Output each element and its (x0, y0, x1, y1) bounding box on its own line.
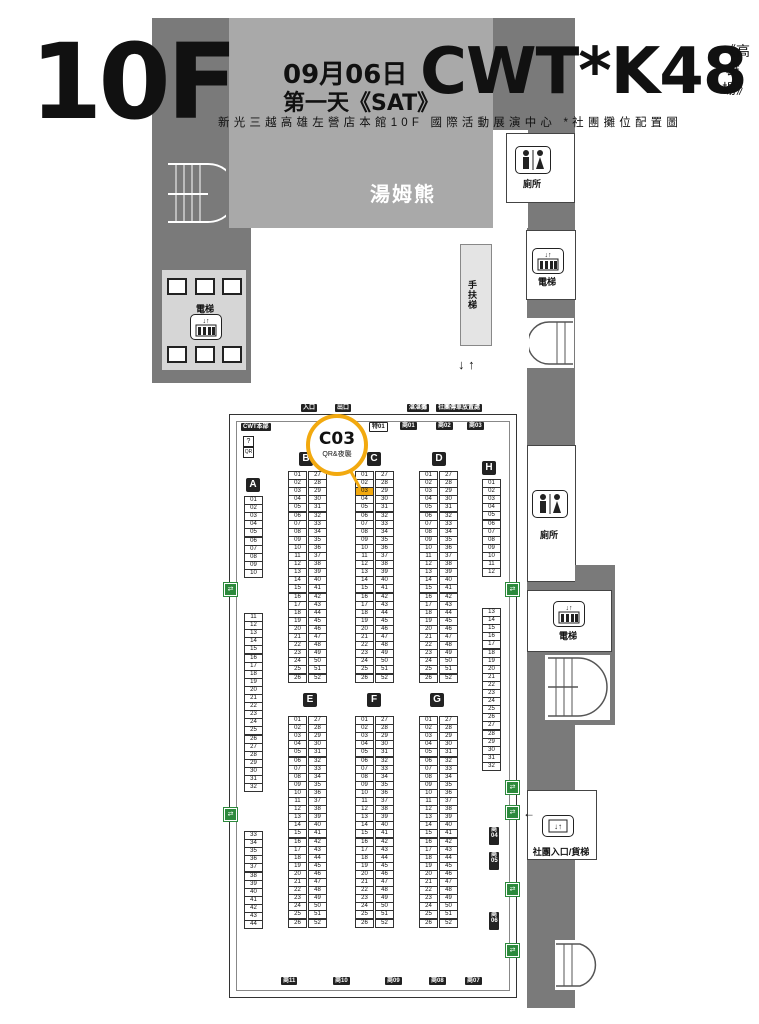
section-label-h: H (482, 461, 496, 475)
stair-east-3 (555, 940, 605, 990)
service-elevator-label: 社團入口/貨梯 (532, 847, 590, 857)
booth-A-32[interactable]: 32 (244, 783, 263, 793)
booth-E-52[interactable]: 52 (308, 918, 327, 928)
escalator (460, 244, 492, 346)
booth-G-52[interactable]: 52 (439, 918, 458, 928)
elevator-label-3: 電梯 (558, 631, 577, 641)
section-label-d: D (432, 452, 446, 466)
elevator-door (167, 278, 187, 295)
event-day: 第一天《SAT》 (283, 91, 440, 116)
shop-tag-07: 商07 (465, 977, 482, 985)
shop-tag-01: 商01 (400, 422, 417, 430)
section-label-c: C (367, 452, 381, 466)
booth-D-26[interactable]: 26 (419, 673, 438, 683)
stairs-icon-east-3 (556, 943, 597, 987)
elevator-label-2: 電梯 (537, 277, 556, 287)
scan-icon: QR (243, 447, 254, 458)
main-hall-inner (236, 421, 510, 991)
shop-area (229, 18, 493, 228)
emergency-exit-icon: ⇄ (505, 805, 520, 820)
restroom-icon (515, 146, 551, 174)
entrance-tag: 入口 (301, 404, 318, 412)
booth-A-10[interactable]: 10 (244, 568, 263, 578)
booth-E-26[interactable]: 26 (288, 918, 307, 928)
emergency-exit-icon: ⇄ (223, 582, 238, 597)
booth-C-26[interactable]: 26 (355, 673, 374, 683)
booth-F-26[interactable]: 26 (355, 918, 374, 928)
escalator-label: 手扶梯 (468, 280, 478, 310)
section-label-e: E (303, 693, 317, 707)
event-title: CWT*K48 (420, 35, 747, 109)
svg-text:↓↑: ↓↑ (566, 605, 573, 612)
elevator-icon: ↓↑ (553, 601, 585, 627)
booth-B-52[interactable]: 52 (308, 673, 327, 683)
shop-tag-11: 商11 (281, 977, 298, 985)
service-elevator-icon: ↓↑ (542, 815, 574, 837)
elevator-label-1: 電梯 (195, 304, 214, 314)
map-subtitle: 新光三越高雄左營店本館10F 國際活動展演中心 *社團攤位配置圖 (218, 117, 683, 129)
shop-label: 湯姆熊 (370, 184, 436, 206)
svg-text:↓↑: ↓↑ (554, 822, 562, 831)
booth-G-26[interactable]: 26 (419, 918, 438, 928)
shop-tag-05: 商05 (489, 852, 499, 870)
elevator-door (167, 346, 187, 363)
emergency-exit-icon: ⇄ (505, 582, 520, 597)
shop-tag-09: 商09 (385, 977, 402, 985)
callout-note: QR&夜襲 (322, 451, 352, 458)
svg-text:↓↑: ↓↑ (545, 252, 552, 259)
booth-H-12[interactable]: 12 (482, 568, 501, 578)
section-label-g: G (430, 693, 444, 707)
shop-tag-10: 商10 (333, 977, 350, 985)
exit-tag: 出口 (335, 404, 352, 412)
building-east-top (493, 18, 575, 130)
elevator-door (222, 278, 242, 295)
special-tag-t01: 特01 (369, 422, 388, 432)
stairs-icon-east-1 (529, 321, 573, 365)
supply-tag: 湛湛攤 (407, 404, 430, 412)
floor-number: 10F (30, 21, 238, 143)
booth-D-52[interactable]: 52 (439, 673, 458, 683)
elevator-door (222, 346, 242, 363)
elevator-door (195, 346, 215, 363)
emergency-exit-icon: ⇄ (505, 780, 520, 795)
booth-B-26[interactable]: 26 (288, 673, 307, 683)
arrow-left-icon: ← (523, 806, 535, 820)
booth-callout[interactable]: C03 QR&夜襲 (306, 414, 368, 476)
booth-C-52[interactable]: 52 (375, 673, 394, 683)
emergency-exit-icon: ⇄ (505, 943, 520, 958)
info-icon: ? (243, 436, 254, 447)
svg-text:↓↑: ↓↑ (203, 318, 210, 325)
booth-F-52[interactable]: 52 (375, 918, 394, 928)
shop-tag-08: 商08 (429, 977, 446, 985)
info-glyph: ? (246, 438, 251, 445)
elevator-icon: ↓↑ (532, 248, 564, 274)
shop-tag-04: 商04 (489, 827, 499, 845)
venue-name: 《高雄場》 (722, 43, 750, 97)
stairs-icon (168, 163, 226, 223)
shop-tag-02: 商02 (436, 422, 453, 430)
section-label-f: F (367, 693, 381, 707)
restroom-icon (532, 490, 568, 518)
stair-east-1 (527, 318, 574, 368)
shop-tag-03: 商03 (467, 422, 484, 430)
elevator-door (195, 278, 215, 295)
booth-A-44[interactable]: 44 (244, 920, 263, 930)
poster-tag: 社團傳單放置處 (436, 404, 483, 412)
stairs-icon-east-2 (548, 657, 608, 717)
emergency-exit-icon: ⇄ (505, 882, 520, 897)
event-date: 09月06日 (283, 60, 408, 90)
escalator-arrows: ↓ ↑ (458, 357, 475, 372)
section-label-a: A (246, 478, 260, 492)
scan-glyph: QR (244, 449, 253, 455)
shop-tag-06: 商06 (489, 912, 499, 930)
restroom-label-2: 廁所 (539, 530, 558, 540)
emergency-exit-icon: ⇄ (223, 807, 238, 822)
restroom-label-1: 廁所 (522, 179, 541, 189)
cwt-hq-tag: CWT本部 (241, 423, 271, 431)
callout-code: C03 (318, 429, 356, 449)
booth-H-32[interactable]: 32 (482, 761, 501, 771)
elevator-icon: ↓↑ (190, 314, 222, 340)
